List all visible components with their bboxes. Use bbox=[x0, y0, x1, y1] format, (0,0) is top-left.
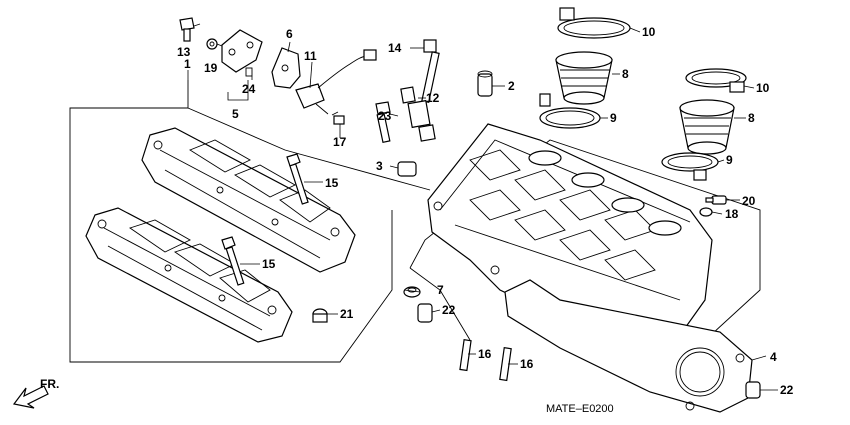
front-direction-arrow-icon bbox=[12, 385, 49, 409]
screw-17 bbox=[331, 111, 345, 125]
callout-2: 2 bbox=[508, 79, 515, 93]
leader-lines bbox=[187, 23, 778, 391]
callout-4: 4 bbox=[770, 350, 777, 364]
cover-bolt-upper bbox=[286, 153, 309, 205]
callout-8a: 8 bbox=[622, 67, 629, 81]
intake-boot-8-right bbox=[679, 99, 735, 155]
callout-9a: 9 bbox=[610, 111, 617, 125]
intake-band-10-right bbox=[685, 68, 747, 93]
callout-9b: 9 bbox=[726, 153, 733, 167]
washer-19 bbox=[206, 38, 218, 50]
stud-16-left bbox=[459, 339, 472, 372]
sensor-11 bbox=[295, 49, 377, 115]
stud-16-right bbox=[499, 347, 512, 382]
cover-bolt-lower bbox=[221, 236, 245, 286]
callout-16b: 16 bbox=[520, 357, 534, 371]
callout-6: 6 bbox=[286, 27, 293, 41]
callout-17: 17 bbox=[333, 135, 347, 149]
cylinder-head-cover-upper bbox=[141, 127, 356, 273]
callout-13: 13 bbox=[177, 45, 191, 59]
callout-23: 23 bbox=[378, 109, 392, 123]
cylinder-head bbox=[427, 123, 713, 353]
plug-2 bbox=[477, 70, 493, 97]
dowel-3 bbox=[397, 161, 417, 177]
cam-bays bbox=[469, 149, 656, 281]
dowel-22-left bbox=[417, 303, 433, 323]
bolt-13 bbox=[179, 17, 195, 42]
callout-11: 11 bbox=[304, 49, 317, 63]
callout-20: 20 bbox=[742, 194, 756, 208]
callout-8b: 8 bbox=[748, 111, 755, 125]
callout-labels: 1 2 3 4 5 6 7 8 8 9 9 10 10 11 12 13 14 … bbox=[177, 25, 794, 397]
callout-10b: 10 bbox=[756, 81, 770, 95]
callout-15a: 15 bbox=[325, 176, 339, 190]
callout-3: 3 bbox=[376, 159, 383, 173]
cover-assembly-outline bbox=[69, 80, 431, 363]
callout-21: 21 bbox=[340, 307, 354, 321]
intake-boot-8-upper bbox=[555, 51, 613, 105]
head-assembly-outline bbox=[409, 139, 761, 346]
spark-plug-12 bbox=[400, 86, 436, 142]
callout-1: 1 bbox=[184, 57, 191, 71]
callout-10a: 10 bbox=[642, 25, 656, 39]
callout-12: 12 bbox=[426, 91, 440, 105]
dowel-22-right bbox=[745, 381, 761, 399]
callout-15b: 15 bbox=[262, 257, 276, 271]
direction-label: FR. bbox=[40, 377, 59, 391]
callout-14: 14 bbox=[388, 41, 402, 55]
callout-24: 24 bbox=[242, 82, 256, 96]
diagram-code: MATE–E0200 bbox=[546, 403, 614, 415]
callout-19: 19 bbox=[204, 61, 218, 75]
cover-6 bbox=[271, 47, 301, 89]
intake-clamp-9-right bbox=[661, 152, 719, 181]
bolt-23 bbox=[375, 101, 391, 144]
callout-16a: 16 bbox=[478, 347, 492, 361]
cap-21 bbox=[312, 308, 328, 323]
callout-7: 7 bbox=[437, 283, 444, 297]
callout-18: 18 bbox=[725, 207, 739, 221]
intake-band-10-upper bbox=[557, 7, 631, 39]
callout-22b: 22 bbox=[780, 383, 794, 397]
washer-18 bbox=[699, 207, 713, 217]
bolt-20 bbox=[705, 195, 727, 205]
callout-22a: 22 bbox=[442, 303, 456, 317]
intake-ports bbox=[528, 150, 682, 236]
breather-plate-5 bbox=[221, 29, 263, 77]
callout-5: 5 bbox=[232, 107, 239, 121]
